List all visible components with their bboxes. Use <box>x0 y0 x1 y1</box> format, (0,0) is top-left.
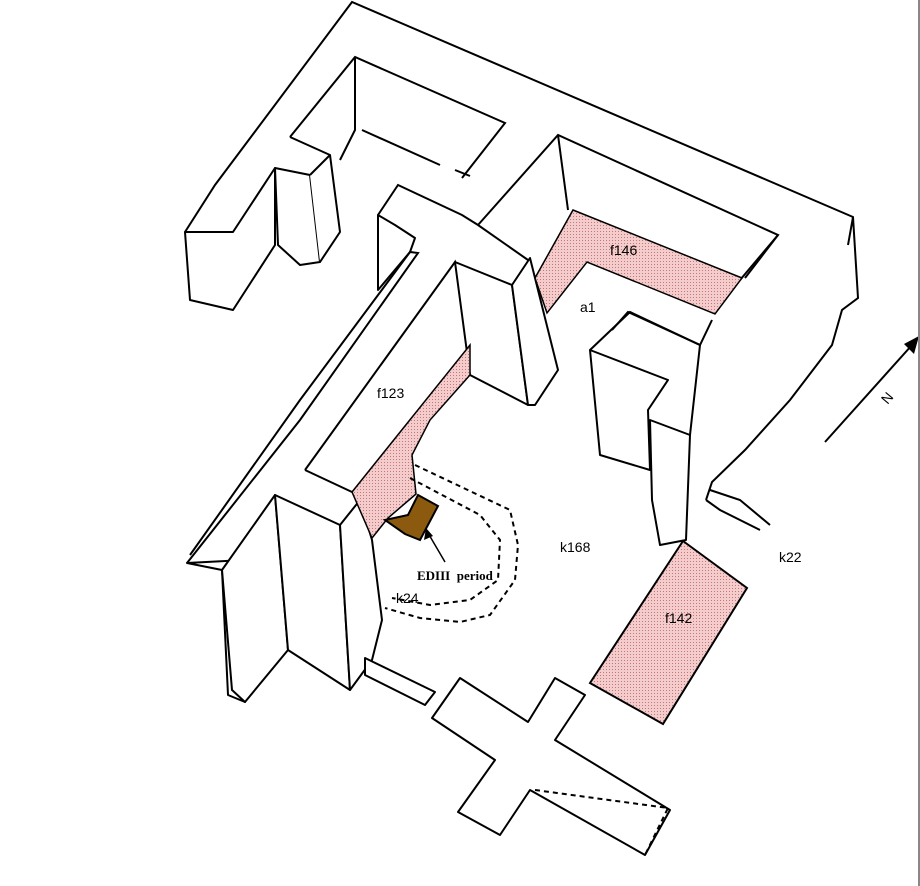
floor-f123 <box>351 342 471 540</box>
label-k24: k24 <box>396 590 419 606</box>
label-ediii-period: EDIII period <box>417 568 494 583</box>
label-a1: a1 <box>580 299 596 315</box>
ediii-feature <box>382 493 440 542</box>
ediii-pointer <box>427 532 446 563</box>
right-border <box>918 0 920 886</box>
north-arrow <box>824 336 919 443</box>
k24-boundary <box>384 464 520 624</box>
label-k22: k22 <box>779 549 802 565</box>
label-f146: f146 <box>610 242 637 258</box>
label-f123: f123 <box>377 385 404 401</box>
floor-f146 <box>534 209 744 315</box>
label-north: N <box>878 389 897 407</box>
label-k168: k168 <box>560 539 591 555</box>
floor-f142 <box>588 539 749 726</box>
label-f142: f142 <box>665 610 692 626</box>
walls <box>184 0 860 856</box>
